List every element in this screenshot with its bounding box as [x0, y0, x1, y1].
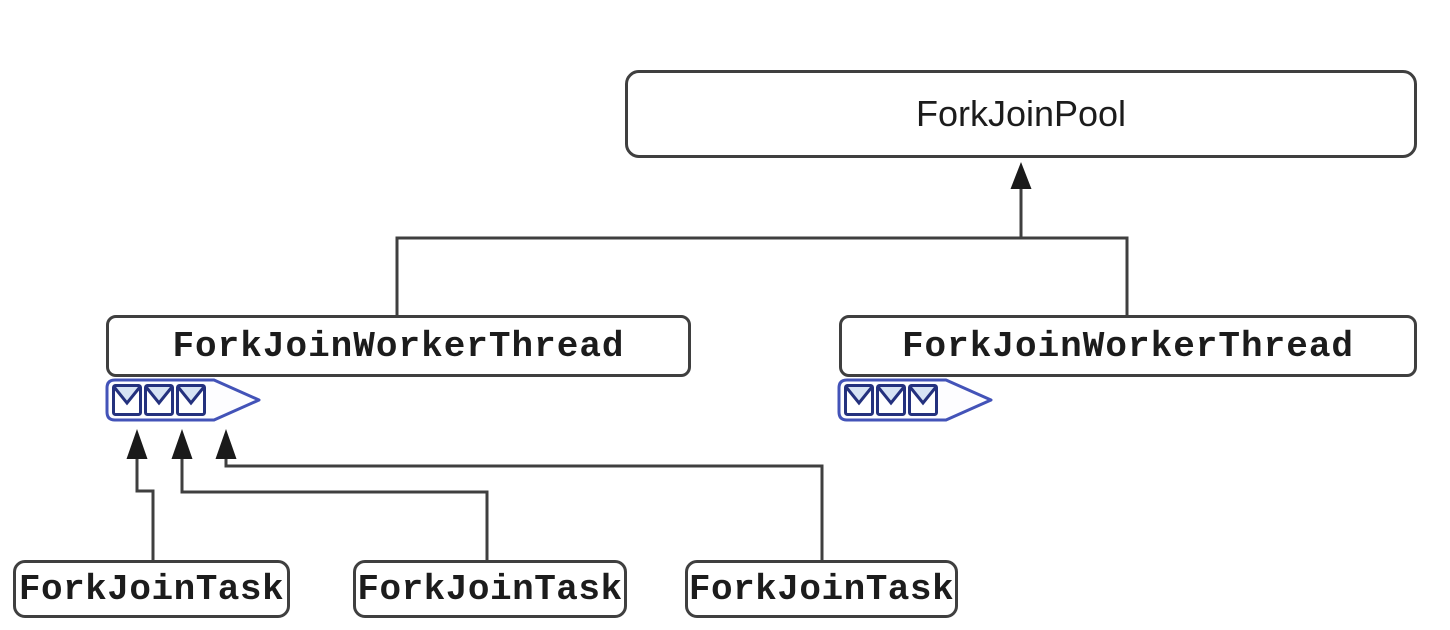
forkjoinpool-label: ForkJoinPool: [915, 93, 1127, 134]
forkjointask-3-label: ForkJoinTask: [688, 568, 955, 610]
edge-task1-to-queue: [135, 457, 155, 560]
edge-workers-branch: [395, 236, 1129, 317]
work-queue-icon-left: [105, 378, 261, 422]
node-forkjointask-1: ForkJoinTask: [13, 560, 290, 618]
edge-task2-to-queue: [180, 457, 489, 560]
work-queue-icon-right: [837, 378, 993, 422]
forkjoinworkerthread-left-label: ForkJoinWorkerThread: [172, 325, 625, 367]
node-forkjoinworkerthread-left: ForkJoinWorkerThread: [106, 315, 691, 377]
forkjointask-2-label: ForkJoinTask: [357, 568, 623, 610]
node-forkjointask-2: ForkJoinTask: [353, 560, 627, 618]
envelope-icon: [112, 384, 142, 416]
envelope-icon: [144, 384, 174, 416]
arrowhead-task2-icon: [171, 429, 193, 459]
envelope-icon: [876, 384, 906, 416]
forkjointask-1-label: ForkJoinTask: [18, 568, 285, 610]
envelope-icon: [176, 384, 206, 416]
envelope-icon: [844, 384, 874, 416]
node-forkjointask-3: ForkJoinTask: [685, 560, 958, 618]
arrowhead-task3-icon: [215, 429, 237, 459]
forkjoinworkerthread-right-label: ForkJoinWorkerThread: [901, 325, 1355, 367]
edge-task3-to-queue: [224, 457, 824, 560]
node-forkjoinpool: ForkJoinPool: [625, 70, 1417, 158]
envelope-icon: [908, 384, 938, 416]
node-forkjoinworkerthread-right: ForkJoinWorkerThread: [839, 315, 1417, 377]
arrowhead-to-pool-icon: [1010, 162, 1032, 189]
arrowhead-task1-icon: [126, 429, 148, 459]
